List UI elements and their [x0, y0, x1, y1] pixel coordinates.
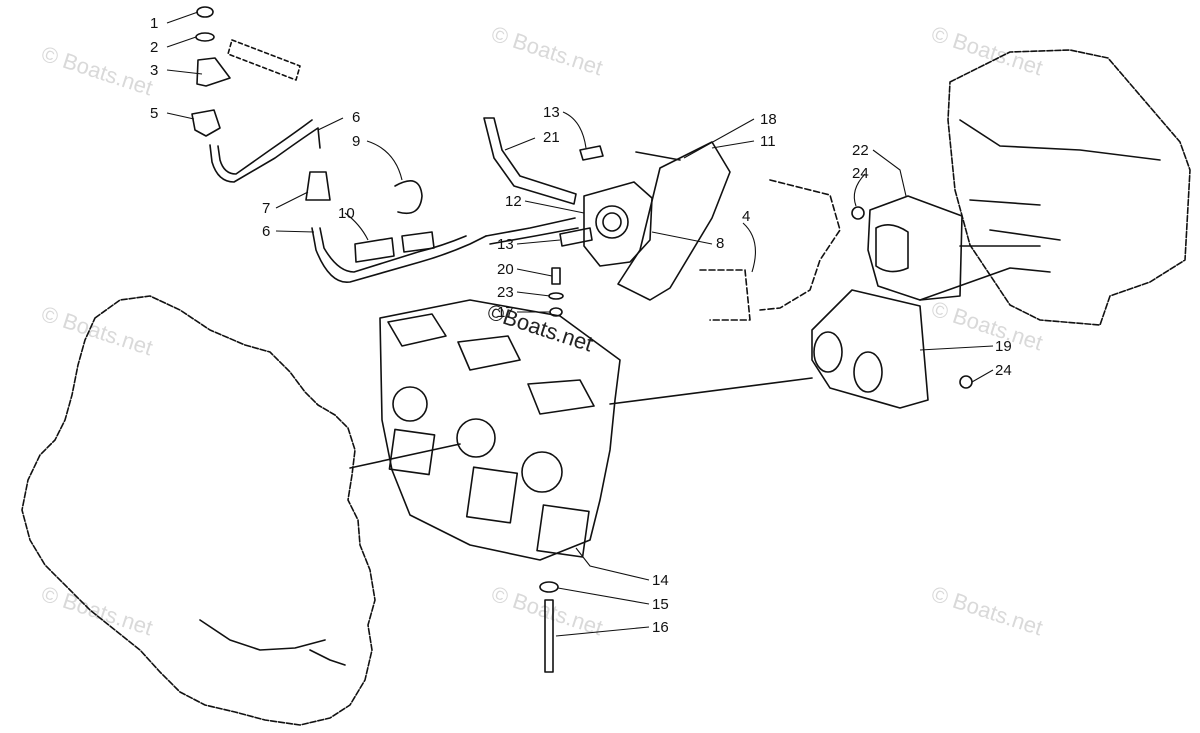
bracket-part: [196, 57, 231, 87]
clamp-part: [539, 581, 559, 593]
callout-24: 24: [852, 165, 869, 182]
carburetor-throat: [456, 418, 496, 458]
fuel-filter-part: [305, 171, 331, 201]
callout-7: 7: [262, 200, 270, 217]
intake-adapter-opening: [813, 331, 843, 373]
carburetor-throat: [392, 386, 428, 422]
clamp-part: [394, 180, 423, 215]
callout-4: 4: [742, 208, 750, 225]
push-pin-part: [959, 375, 973, 389]
callout-2: 2: [150, 39, 158, 56]
carburetor-bowl: [465, 466, 519, 524]
fuel-pump-port-inner: [602, 212, 622, 232]
alignment-line: [349, 443, 461, 469]
fuel-pump-port: [595, 205, 629, 239]
callout-19: 19: [995, 338, 1012, 355]
screw-part: [559, 227, 593, 247]
intake-boot-opening: [875, 224, 909, 273]
screw-part: [579, 145, 604, 161]
engine-inner-detail: [199, 619, 346, 666]
watermark-text: © Boats.net: [38, 581, 155, 640]
nut-part: [196, 6, 214, 18]
intake-adapter-opening: [853, 351, 883, 393]
callout-10: 10: [338, 205, 355, 222]
callout-22: 22: [852, 142, 869, 159]
callout-16: 16: [652, 619, 669, 636]
fuel-hose-upper: [209, 127, 321, 183]
callout-20: 20: [497, 261, 514, 278]
callout-17: 17: [497, 304, 514, 321]
drain-tube-part: [544, 599, 554, 673]
intake-adapter-part: [811, 289, 929, 409]
callout-3: 3: [150, 62, 158, 79]
callout-12: 12: [505, 193, 522, 210]
washer-part: [195, 32, 215, 42]
washer-part: [548, 292, 564, 300]
vent-hose-part: [483, 117, 577, 205]
callout-14: 14: [652, 572, 669, 589]
callout-24: 24: [995, 362, 1012, 379]
intake-boot-part: [867, 195, 963, 301]
callout-5: 5: [150, 105, 158, 122]
callout-6: 6: [352, 109, 360, 126]
watermark-text: © Boats.net: [928, 581, 1045, 640]
carburetor-throat: [521, 451, 563, 493]
callout-18: 18: [760, 111, 777, 128]
callout-1: 1: [150, 15, 158, 32]
carburetor-assembly: [379, 299, 621, 561]
callout-8: 8: [716, 235, 724, 252]
push-pin-part: [851, 206, 865, 220]
pump-hose: [485, 217, 579, 245]
callout-13: 13: [543, 104, 560, 121]
airbox-outline: [947, 49, 1191, 326]
mounting-bracket-part: [617, 141, 731, 301]
callout-13: 13: [497, 236, 514, 253]
bolt-part: [551, 267, 561, 285]
watermark-text: © Boats.net: [38, 301, 155, 360]
fuel-valve-part: [191, 109, 221, 137]
alignment-line: [609, 377, 813, 405]
hood-panel-dashed: [699, 179, 841, 321]
watermark-text: © Boats.net: [38, 41, 155, 100]
spring-part: [354, 237, 395, 263]
callout-15: 15: [652, 596, 669, 613]
carburetor-bowl: [536, 504, 590, 558]
carburetor-top: [527, 379, 595, 415]
engine-outline: [21, 295, 376, 726]
fuel-hose-upper-edge: [217, 119, 313, 175]
airbox-detail: [959, 119, 1161, 241]
carburetor-top: [387, 313, 447, 347]
fuel-pump-part: [583, 181, 653, 267]
callout-21: 21: [543, 129, 560, 146]
callout-23: 23: [497, 284, 514, 301]
decal-strip-part: [227, 39, 301, 81]
carburetor-bowl: [388, 428, 436, 476]
callout-11: 11: [760, 133, 776, 150]
fuel-hose-lower-edge: [319, 227, 467, 273]
leader-lines: [166, 11, 994, 637]
alignment-line: [919, 267, 1051, 301]
watermark-text: © Boats.net: [488, 21, 605, 80]
callout-9: 9: [352, 133, 360, 150]
carburetor-top: [457, 335, 521, 371]
callout-labels: 1 2 3 5 6 9 7 10 6 13 21 18 11 12 4 8 13…: [150, 15, 1012, 636]
pin-part: [635, 151, 681, 161]
watermark-text: © Boats.net: [488, 581, 605, 640]
fuel-hose-lower: [311, 227, 487, 283]
callout-6: 6: [262, 223, 270, 240]
